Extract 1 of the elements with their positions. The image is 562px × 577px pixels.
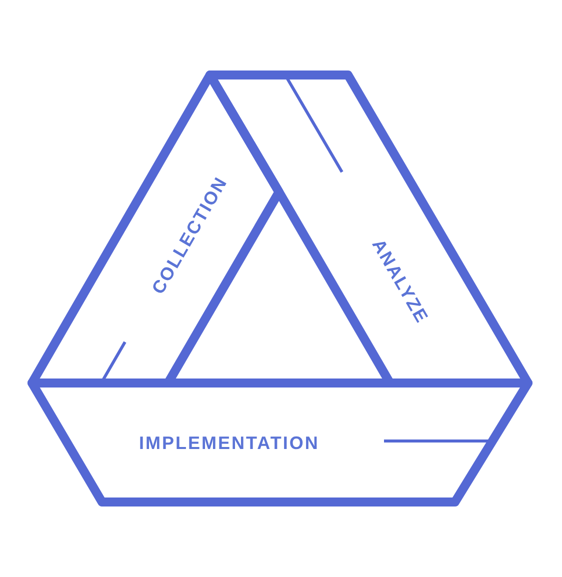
band-label: IMPLEMENTATION	[139, 432, 320, 454]
